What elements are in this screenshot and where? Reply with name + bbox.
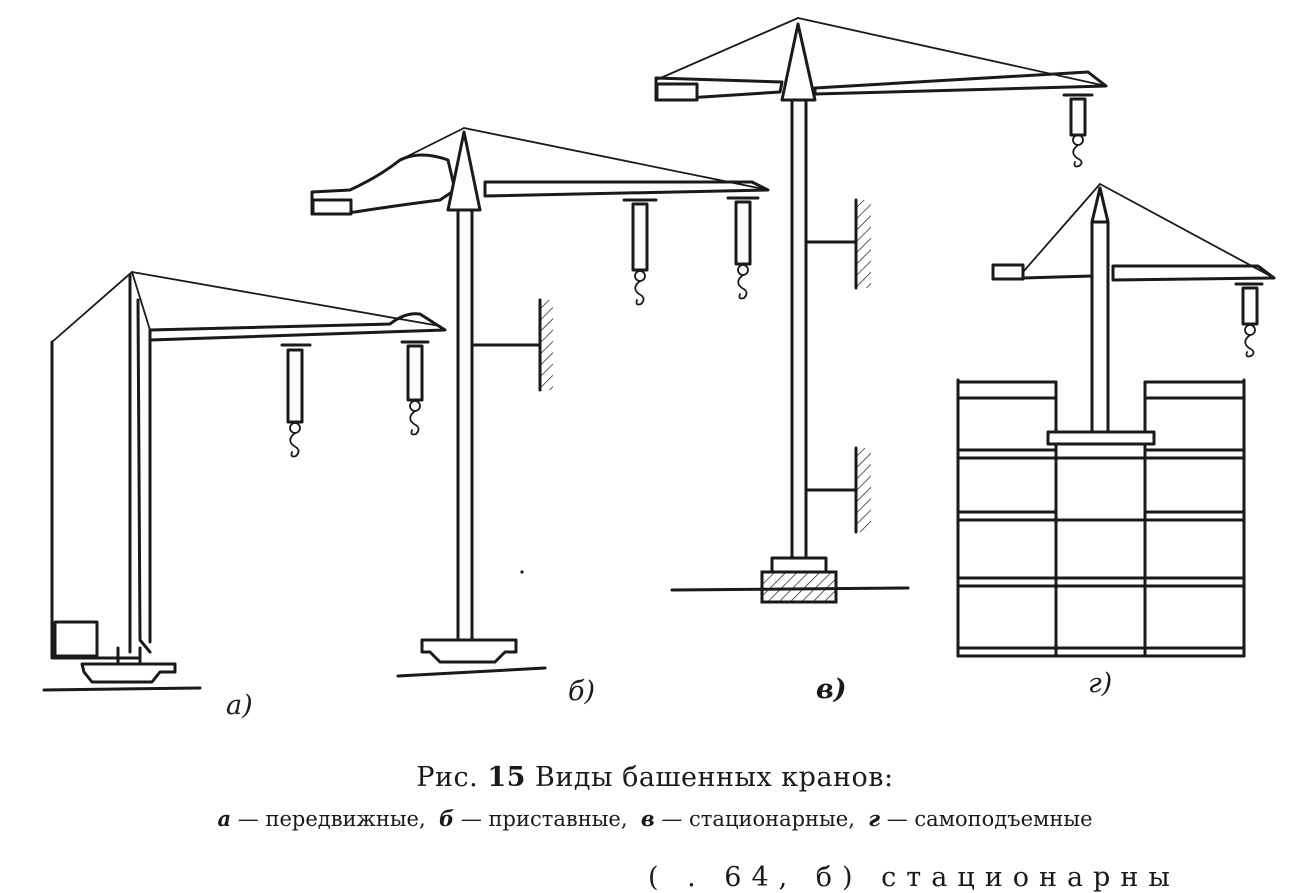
crane-g-jib [1111, 264, 1276, 282]
crane-a-hook-2 [400, 340, 430, 436]
legend-key-v: в [640, 806, 655, 831]
crane-v-counterweight [655, 82, 699, 102]
caption-number: 15 [487, 762, 526, 793]
legend-text-g: самоподъемные [914, 807, 1093, 831]
crane-b-hook-2 [726, 196, 760, 300]
crane-v-jib-stay [797, 17, 1107, 87]
crane-a-counterweight [53, 620, 99, 658]
crane-v-tower-head [780, 22, 817, 102]
legend-key-g: г [868, 806, 881, 831]
caption-prefix: Рис. [416, 762, 479, 793]
crane-g-hook [1234, 282, 1264, 358]
panel-label-a: а) [226, 690, 253, 721]
legend-text-a: передвижные, [265, 807, 426, 831]
legend-text-b: приставные, [488, 807, 628, 831]
crane-v-foundation [760, 570, 838, 604]
crane-a-hook-1 [280, 343, 312, 458]
crane-g-support-frame [1046, 430, 1156, 446]
crane-g-counterweight [991, 263, 1025, 281]
crane-b-jib-stay [463, 127, 769, 191]
crane-b-counter-jib [310, 153, 457, 216]
panel-label-g: г) [1088, 668, 1113, 699]
crane-v-jib [813, 70, 1108, 96]
crane-b-base [420, 638, 518, 664]
panel-label-v: в) [816, 674, 847, 705]
crane-b-hook-1 [622, 198, 658, 306]
crane-g-jib-stay [1099, 183, 1275, 279]
crane-a-jib-stay [131, 271, 441, 327]
crane-b-attached [310, 127, 770, 678]
crane-a-chassis [80, 662, 177, 684]
crane-b-ground [396, 666, 547, 678]
crane-b-tower-head [446, 130, 482, 212]
figure-caption: Рис. 15 Виды башенных кранов: [0, 762, 1310, 793]
crane-b-wall [541, 300, 553, 390]
panel-label-b: б) [568, 676, 596, 707]
legend-key-a: а [217, 806, 232, 831]
crane-g-self-climbing [956, 183, 1276, 658]
cutoff-body-text: ( . 64, б) стационарны [648, 862, 1180, 893]
legend-text-v: стационарные, [689, 807, 855, 831]
crane-a-ground [42, 686, 202, 692]
crane-g-building [956, 378, 1246, 658]
crane-a-jib [148, 312, 447, 342]
caption-title: Виды башенных кранов: [535, 762, 894, 793]
crane-a-mobile [42, 271, 447, 692]
crane-b-counterweight [311, 198, 353, 216]
crane-v-stationary [654, 17, 1108, 604]
crane-a-rear-stay [51, 271, 133, 343]
crane-v-hook [1062, 93, 1094, 168]
crane-b-jib [483, 180, 770, 198]
crane-a-tower-mid [136, 298, 152, 654]
figure-legend: а — передвижные, б — приставные, в — ста… [217, 806, 1093, 831]
crane-a-rear-frame [50, 340, 142, 660]
legend-key-b: б [439, 806, 455, 831]
